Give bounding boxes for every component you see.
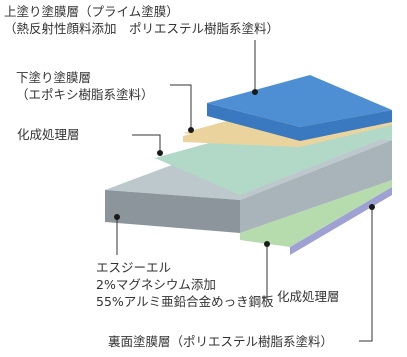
top-coat-layer-top xyxy=(207,75,392,127)
leader-conversion-bottom xyxy=(262,244,268,298)
label-back-coat: 裏面塗膜層（ポリエステル樹脂系塗料） xyxy=(108,334,334,349)
dot-top-coat xyxy=(252,89,258,95)
dot-conversion-top xyxy=(157,150,163,156)
label-primer: 下塗り塗膜層 （エポキシ樹脂系塗料） xyxy=(16,69,154,103)
dot-conversion-bottom xyxy=(264,241,270,247)
label-top-coat-line2: （熱反射性顔料添加 ポリエステル樹脂系塗料） xyxy=(4,21,280,36)
label-substrate: エスジーエル 2%マグネシウム添加 55%アルミ亜鉛合金めっき鋼板 xyxy=(96,259,274,310)
top-coat-layer-front xyxy=(207,103,300,141)
label-top-coat-line1: 上塗り塗膜層（プライム塗膜） xyxy=(4,4,179,19)
dot-back-coat xyxy=(369,204,375,210)
label-top-coat: 上塗り塗膜層（プライム塗膜） （熱反射性顔料添加 ポリエステル樹脂系塗料） xyxy=(4,3,279,37)
top-coat-layer-side xyxy=(300,110,392,141)
dot-substrate xyxy=(114,214,120,220)
back-coat-layer xyxy=(290,187,392,255)
label-substrate-line3: 55%アルミ亜鉛合金めっき鋼板 xyxy=(96,294,274,309)
conversion-layer-bottom xyxy=(240,180,392,247)
leader-back-coat xyxy=(359,207,373,342)
label-primer-line1: 下塗り塗膜層 xyxy=(16,70,92,85)
label-conversion-top: 化成処理層 xyxy=(17,127,80,142)
leader-primer xyxy=(170,84,192,130)
steel-substrate-side xyxy=(240,140,392,233)
dot-primer xyxy=(188,127,194,133)
label-substrate-line2: 2%マグネシウム添加 xyxy=(96,277,216,292)
leader-conversion-top xyxy=(132,134,161,150)
label-primer-line2: （エポキシ樹脂系塗料） xyxy=(16,87,154,102)
label-substrate-line1: エスジーエル xyxy=(96,260,172,275)
label-conversion-bottom: 化成処理層 xyxy=(277,289,340,304)
steel-substrate-front xyxy=(105,190,240,233)
